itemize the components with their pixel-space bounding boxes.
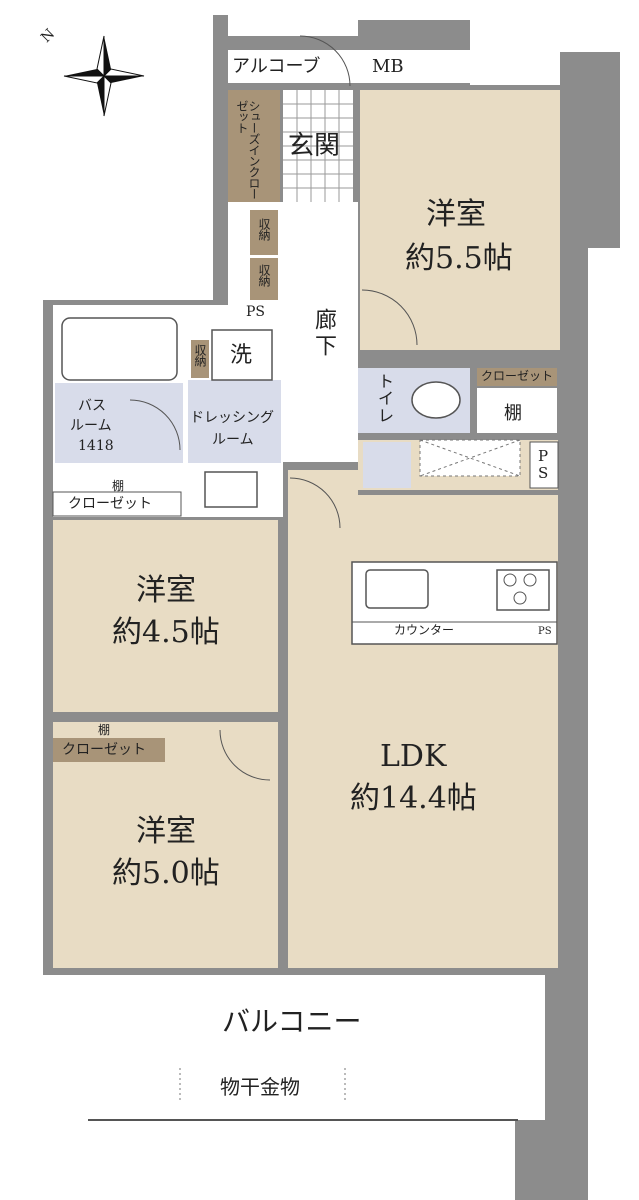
storage-label-2: 収納 xyxy=(257,264,271,286)
ldk-floor xyxy=(288,470,558,968)
room-5-0-name: 洋室 xyxy=(136,814,196,849)
bath-tub xyxy=(61,317,178,381)
shoe-closet-area xyxy=(228,90,280,202)
room-4-5-size: 約4.5帖 xyxy=(112,615,220,650)
room-4-5-floor xyxy=(53,520,278,712)
door-swing-room-5-5 xyxy=(361,289,418,346)
ldk-name: LDK xyxy=(380,739,447,774)
fridge-space xyxy=(363,442,411,488)
cabinet-cross xyxy=(419,439,521,477)
ldk-size: 約14.4帖 xyxy=(350,781,477,816)
shelf-1-label: 棚 xyxy=(504,403,522,424)
corridor-label: 廊下 xyxy=(311,308,336,360)
shelf-2-label: 棚 xyxy=(112,479,125,493)
drying-rack-label: 物干金物 xyxy=(220,1075,300,1099)
bath-line3: 1418 xyxy=(78,438,114,454)
alcove-label: アルコーブ xyxy=(232,56,321,77)
storage-area-3 xyxy=(191,340,209,378)
balcony-label: バルコニー xyxy=(222,1005,362,1038)
washer-box xyxy=(211,329,273,381)
mb-label: MB xyxy=(372,56,404,77)
storage-area-1 xyxy=(250,210,278,255)
room-5-5-size: 約5.5帖 xyxy=(405,241,513,276)
washbasin xyxy=(204,471,258,508)
storage-label-3: 収納 xyxy=(193,344,207,366)
ps-kitchen-label: PS xyxy=(538,447,548,482)
entrance-floor xyxy=(283,90,353,202)
toilet-bowl xyxy=(411,381,461,419)
closet-1-area xyxy=(477,368,557,386)
closet-3-area xyxy=(53,738,165,762)
door-swing-bath xyxy=(129,399,181,451)
room-4-5-name: 洋室 xyxy=(136,573,196,608)
room-5-0-floor xyxy=(53,722,278,968)
storage-label-1: 収納 xyxy=(257,218,271,240)
door-swing-room-5-0 xyxy=(219,729,271,781)
shoe-closet-label: シューズインクローゼット xyxy=(235,100,261,199)
dressing-line1: ドレッシング xyxy=(190,410,274,426)
counter-label: カウンター xyxy=(394,623,455,637)
ps-top-label: PS xyxy=(246,304,266,320)
ps-kitchen-box xyxy=(529,441,559,489)
closet-1-label: クローゼット xyxy=(481,369,554,383)
washer-label: 洗 xyxy=(230,343,253,368)
toilet-label: トイレ xyxy=(378,372,394,425)
ps-counter-label: PS xyxy=(538,626,552,637)
balcony-floor xyxy=(88,978,518,1120)
dressing-line2: ルーム xyxy=(212,432,254,448)
compass-rose-icon xyxy=(63,35,145,117)
door-swing-entrance xyxy=(299,35,351,87)
bath-floor xyxy=(55,383,183,463)
closet-3-label: クローゼット xyxy=(62,742,146,758)
entrance-label: 玄関 xyxy=(288,131,341,161)
shelf-1-area xyxy=(477,388,557,433)
sink xyxy=(365,569,429,609)
stove xyxy=(496,569,550,611)
alcove-area xyxy=(228,50,558,83)
room-5-5-name: 洋室 xyxy=(426,197,486,232)
room-5-0-size: 約5.0帖 xyxy=(112,856,220,891)
dressing-floor xyxy=(188,380,281,463)
door-swing-ldk xyxy=(289,477,341,529)
closet-2-area xyxy=(52,491,182,517)
storage-area-2 xyxy=(250,258,278,300)
closet-2-label: クローゼット xyxy=(68,496,152,512)
shelf-3-label: 棚 xyxy=(98,723,111,737)
bath-line1: バス xyxy=(78,398,106,414)
bath-line2: ルーム xyxy=(70,418,112,434)
room-5-5-floor xyxy=(360,90,560,350)
